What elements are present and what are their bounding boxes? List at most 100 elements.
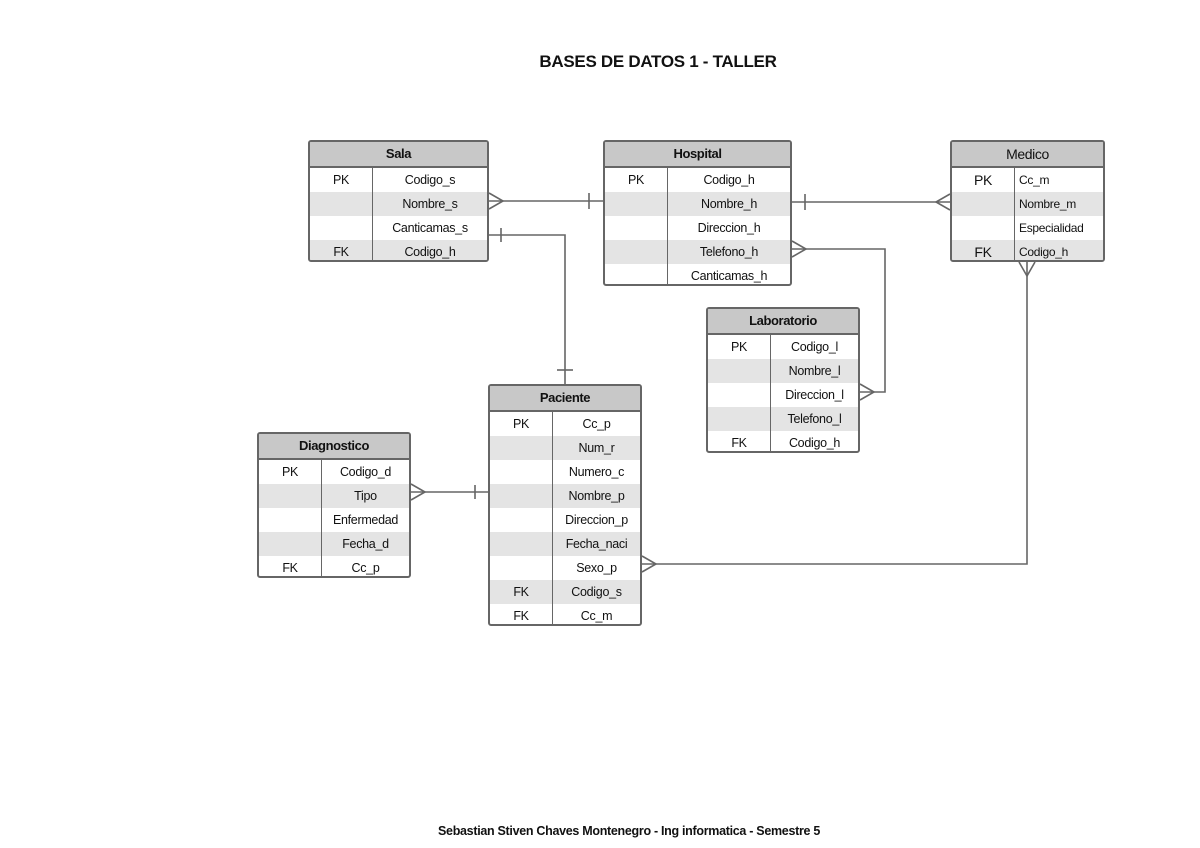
crowfoot-hospital-lab	[791, 240, 808, 258]
field-cell: Direccion_l	[785, 388, 844, 402]
table-row: Direccion_l	[708, 383, 858, 407]
key-cell: FK	[259, 556, 322, 576]
crowfoot-medico	[934, 193, 951, 211]
key-cell	[708, 383, 771, 407]
entity-header: Medico	[952, 142, 1103, 168]
key-cell	[259, 508, 322, 532]
field-cell: Codigo_d	[339, 465, 392, 479]
key-cell	[605, 216, 668, 240]
table-row: Sexo_p	[490, 556, 640, 580]
entity-diagnostico[interactable]: Diagnostico PK Codigo_d Tipo Enfermedad F…	[257, 432, 411, 578]
key-cell	[310, 192, 373, 216]
field-cell: Num_r	[578, 441, 615, 455]
field-cell: Canticamas_s	[392, 221, 468, 235]
field-cell: Numero_c	[568, 465, 625, 479]
field-cell: Codigo_l	[791, 340, 838, 354]
field-cell: Enfermedad	[332, 513, 399, 527]
table-row: FK Cc_m	[490, 604, 640, 624]
table-row: Tipo	[259, 484, 409, 508]
table-row: Nombre_l	[708, 359, 858, 383]
table-row: FK Codigo_h	[952, 240, 1103, 260]
table-row: Num_r	[490, 436, 640, 460]
field-cell: Direccion_p	[565, 513, 628, 527]
field-cell: Cc_m	[1019, 173, 1050, 187]
field-cell: Codigo_s	[404, 173, 456, 187]
link-medico-paciente	[642, 262, 1028, 565]
key-cell	[310, 216, 373, 240]
table-row: Fecha_d	[259, 532, 409, 556]
table-row: Nombre_s	[310, 192, 487, 216]
key-cell	[605, 264, 668, 284]
crowfoot-medico-bottom	[1018, 261, 1036, 278]
entity-header: Hospital	[605, 142, 790, 168]
field-cell: Nombre_l	[788, 364, 841, 378]
key-cell	[259, 532, 322, 556]
table-row: Enfermedad	[259, 508, 409, 532]
key-cell	[708, 359, 771, 383]
key-cell	[605, 192, 668, 216]
crowfoot-laboratorio	[859, 383, 876, 401]
field-cell: Codigo_h	[1019, 245, 1068, 259]
key-cell	[490, 532, 553, 556]
key-cell	[490, 436, 553, 460]
table-row: Telefono_h	[605, 240, 790, 264]
entity-medico[interactable]: Medico PK Cc_m Nombre_m Especialidad FK Co…	[950, 140, 1105, 262]
table-row: Nombre_h	[605, 192, 790, 216]
table-row: Numero_c	[490, 460, 640, 484]
table-row: PK Codigo_l	[708, 335, 858, 359]
key-cell: PK	[259, 460, 322, 484]
field-cell: Telefono_l	[787, 412, 842, 426]
table-row: PK Cc_m	[952, 168, 1103, 192]
key-cell: FK	[490, 604, 553, 624]
table-row: FK Cc_p	[259, 556, 409, 576]
table-row: Direccion_p	[490, 508, 640, 532]
table-row: Canticamas_h	[605, 264, 790, 284]
entity-header: Diagnostico	[259, 434, 409, 460]
key-cell	[490, 484, 553, 508]
entity-header: Laboratorio	[708, 309, 858, 335]
key-cell: PK	[605, 168, 668, 192]
key-cell	[490, 460, 553, 484]
field-cell: Fecha_naci	[565, 537, 628, 551]
table-row: Canticamas_s	[310, 216, 487, 240]
table-row: Nombre_p	[490, 484, 640, 508]
field-cell: Nombre_s	[402, 197, 458, 211]
entity-hospital[interactable]: Hospital PK Codigo_h Nombre_h Direccion_h…	[603, 140, 792, 286]
field-cell: Codigo_h	[788, 436, 841, 450]
field-cell: Nombre_h	[701, 197, 757, 211]
field-cell: Tipo	[354, 489, 377, 503]
key-cell: FK	[952, 240, 1015, 260]
entity-header: Paciente	[490, 386, 640, 412]
field-cell: Cc_p	[351, 561, 380, 575]
field-cell: Canticamas_h	[690, 269, 768, 283]
table-row: PK Cc_p	[490, 412, 640, 436]
table-row: Telefono_l	[708, 407, 858, 431]
key-cell	[708, 407, 771, 431]
key-cell	[490, 508, 553, 532]
table-row: Especialidad	[952, 216, 1103, 240]
crowfoot-diagnostico	[410, 483, 427, 501]
link-sala-paciente	[489, 234, 566, 385]
table-row: PK Codigo_h	[605, 168, 790, 192]
field-cell: Codigo_s	[571, 585, 622, 599]
table-row: Direccion_h	[605, 216, 790, 240]
key-cell	[259, 484, 322, 508]
field-cell: Telefono_h	[699, 245, 759, 259]
key-cell: PK	[490, 412, 553, 436]
field-cell: Cc_m	[580, 609, 613, 623]
key-cell: PK	[952, 168, 1015, 192]
field-cell: Cc_p	[582, 417, 611, 431]
key-cell	[605, 240, 668, 264]
page-title: BASES DE DATOS 1 - TALLER	[539, 52, 777, 71]
field-cell: Nombre_p	[568, 489, 625, 503]
entity-laboratorio[interactable]: Laboratorio PK Codigo_l Nombre_l Direccio…	[706, 307, 860, 453]
key-cell: PK	[708, 335, 771, 359]
field-cell: Codigo_h	[703, 173, 755, 187]
table-row: PK Codigo_d	[259, 460, 409, 484]
key-cell	[952, 216, 1015, 240]
table-row: Nombre_m	[952, 192, 1103, 216]
